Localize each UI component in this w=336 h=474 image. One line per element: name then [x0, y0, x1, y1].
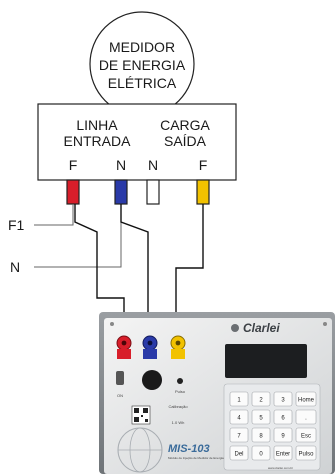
- jack-yellow-base: [171, 349, 185, 359]
- keypad-key-label: 2: [259, 398, 263, 404]
- keypad-key-label: 6: [281, 416, 285, 422]
- keypad-key-label: 7: [237, 434, 241, 440]
- brand-name: Clarlei: [243, 321, 280, 335]
- model-name: MIS-103: [168, 443, 210, 455]
- brand-logo-icon: [231, 324, 239, 332]
- terminal-plug-red: [66, 179, 80, 205]
- keypad-key[interactable]: [273, 409, 293, 425]
- keypad-key[interactable]: [229, 445, 249, 461]
- pulse-led: [177, 378, 183, 384]
- wire-n-supply: [34, 204, 122, 268]
- keypad-key[interactable]: [229, 391, 249, 407]
- terminal-label-f-in: F: [69, 157, 78, 173]
- keypad-key[interactable]: [251, 409, 271, 425]
- terminal-plug-blue: [114, 179, 128, 205]
- carga-label-1: CARGA: [160, 117, 210, 133]
- model-subtitle: Módulo de Injeção de Medidor de Energia: [168, 456, 224, 460]
- qr-code-mark: [143, 408, 148, 413]
- keypad-key-label: 0: [259, 452, 263, 458]
- carga-label-2: SAÍDA: [164, 133, 207, 149]
- qr-code-mark: [134, 417, 139, 422]
- screw-icon: [323, 322, 327, 326]
- qr-code-mark: [145, 419, 148, 422]
- linha-label-1: LINHA: [76, 117, 118, 133]
- qr-code-mark: [141, 415, 143, 417]
- linha-label-2: ENTRADA: [64, 133, 132, 149]
- input-label-f1: F1: [8, 217, 25, 233]
- terminal-label-f-out: F: [199, 157, 208, 173]
- keypad-key[interactable]: [251, 427, 271, 443]
- keypad-key[interactable]: [273, 391, 293, 407]
- keypad-key[interactable]: [295, 409, 317, 425]
- terminal-label-n-in: N: [116, 157, 126, 173]
- qr-code-mark: [134, 408, 139, 413]
- terminal-label-n-out: N: [148, 157, 158, 173]
- device-display: [225, 344, 307, 378]
- jack-yellow[interactable]: [170, 335, 186, 351]
- meter-label-3: ELÉTRICA: [108, 75, 177, 91]
- switch-label: ON: [117, 393, 123, 398]
- website: www.clarlei.com.br: [268, 466, 293, 470]
- keypad-key-label: 4: [237, 416, 241, 422]
- keypad-key[interactable]: [295, 445, 317, 461]
- keypad-key-label: Del: [234, 452, 243, 458]
- keypad-key-label: 1: [237, 398, 241, 404]
- terminal-plug-yellow: [196, 179, 210, 205]
- pulse-label: Pulso: [175, 389, 186, 394]
- calibration-value: 1.0 Wh: [172, 420, 185, 425]
- jack-red-base: [117, 349, 131, 359]
- wire-f1-supply: [34, 204, 74, 226]
- rotary-knob[interactable]: [142, 370, 162, 390]
- keypad-key-label: 3: [281, 398, 285, 404]
- keypad-key[interactable]: [229, 409, 249, 425]
- terminal-plug-empty: [146, 179, 160, 205]
- keypad-key[interactable]: [295, 427, 317, 443]
- keypad-key[interactable]: [251, 391, 271, 407]
- keypad-key-label: Enter: [276, 452, 290, 458]
- keypad-key-label: Esc: [301, 434, 311, 440]
- keypad-key-label: .: [305, 416, 307, 422]
- keypad-key[interactable]: [229, 427, 249, 443]
- keypad-key[interactable]: [273, 445, 293, 461]
- wire-red: [74, 204, 125, 340]
- jack-blue[interactable]: [142, 335, 158, 351]
- screw-icon: [110, 322, 114, 326]
- keypad-key-label: Home: [298, 398, 315, 404]
- keypad-key[interactable]: [251, 445, 271, 461]
- input-label-n: N: [10, 259, 20, 275]
- jack-blue-base: [143, 349, 157, 359]
- keypad-key-label: Pulso: [298, 452, 314, 458]
- keypad-key-label: 8: [259, 434, 263, 440]
- wire-blue: [120, 204, 149, 340]
- meter-label-1: MEDIDOR: [109, 39, 175, 55]
- wire-yellow: [175, 204, 204, 340]
- keypad-key[interactable]: [295, 391, 317, 407]
- power-switch[interactable]: [116, 371, 124, 385]
- keypad-key-label: 9: [281, 434, 285, 440]
- jack-red[interactable]: [116, 335, 132, 351]
- meter-label-2: DE ENERGIA: [99, 57, 186, 73]
- keypad-key[interactable]: [273, 427, 293, 443]
- keypad-key-label: 5: [259, 416, 263, 422]
- terminal-box: [37, 103, 237, 181]
- calibration-label: Calibração: [168, 404, 188, 409]
